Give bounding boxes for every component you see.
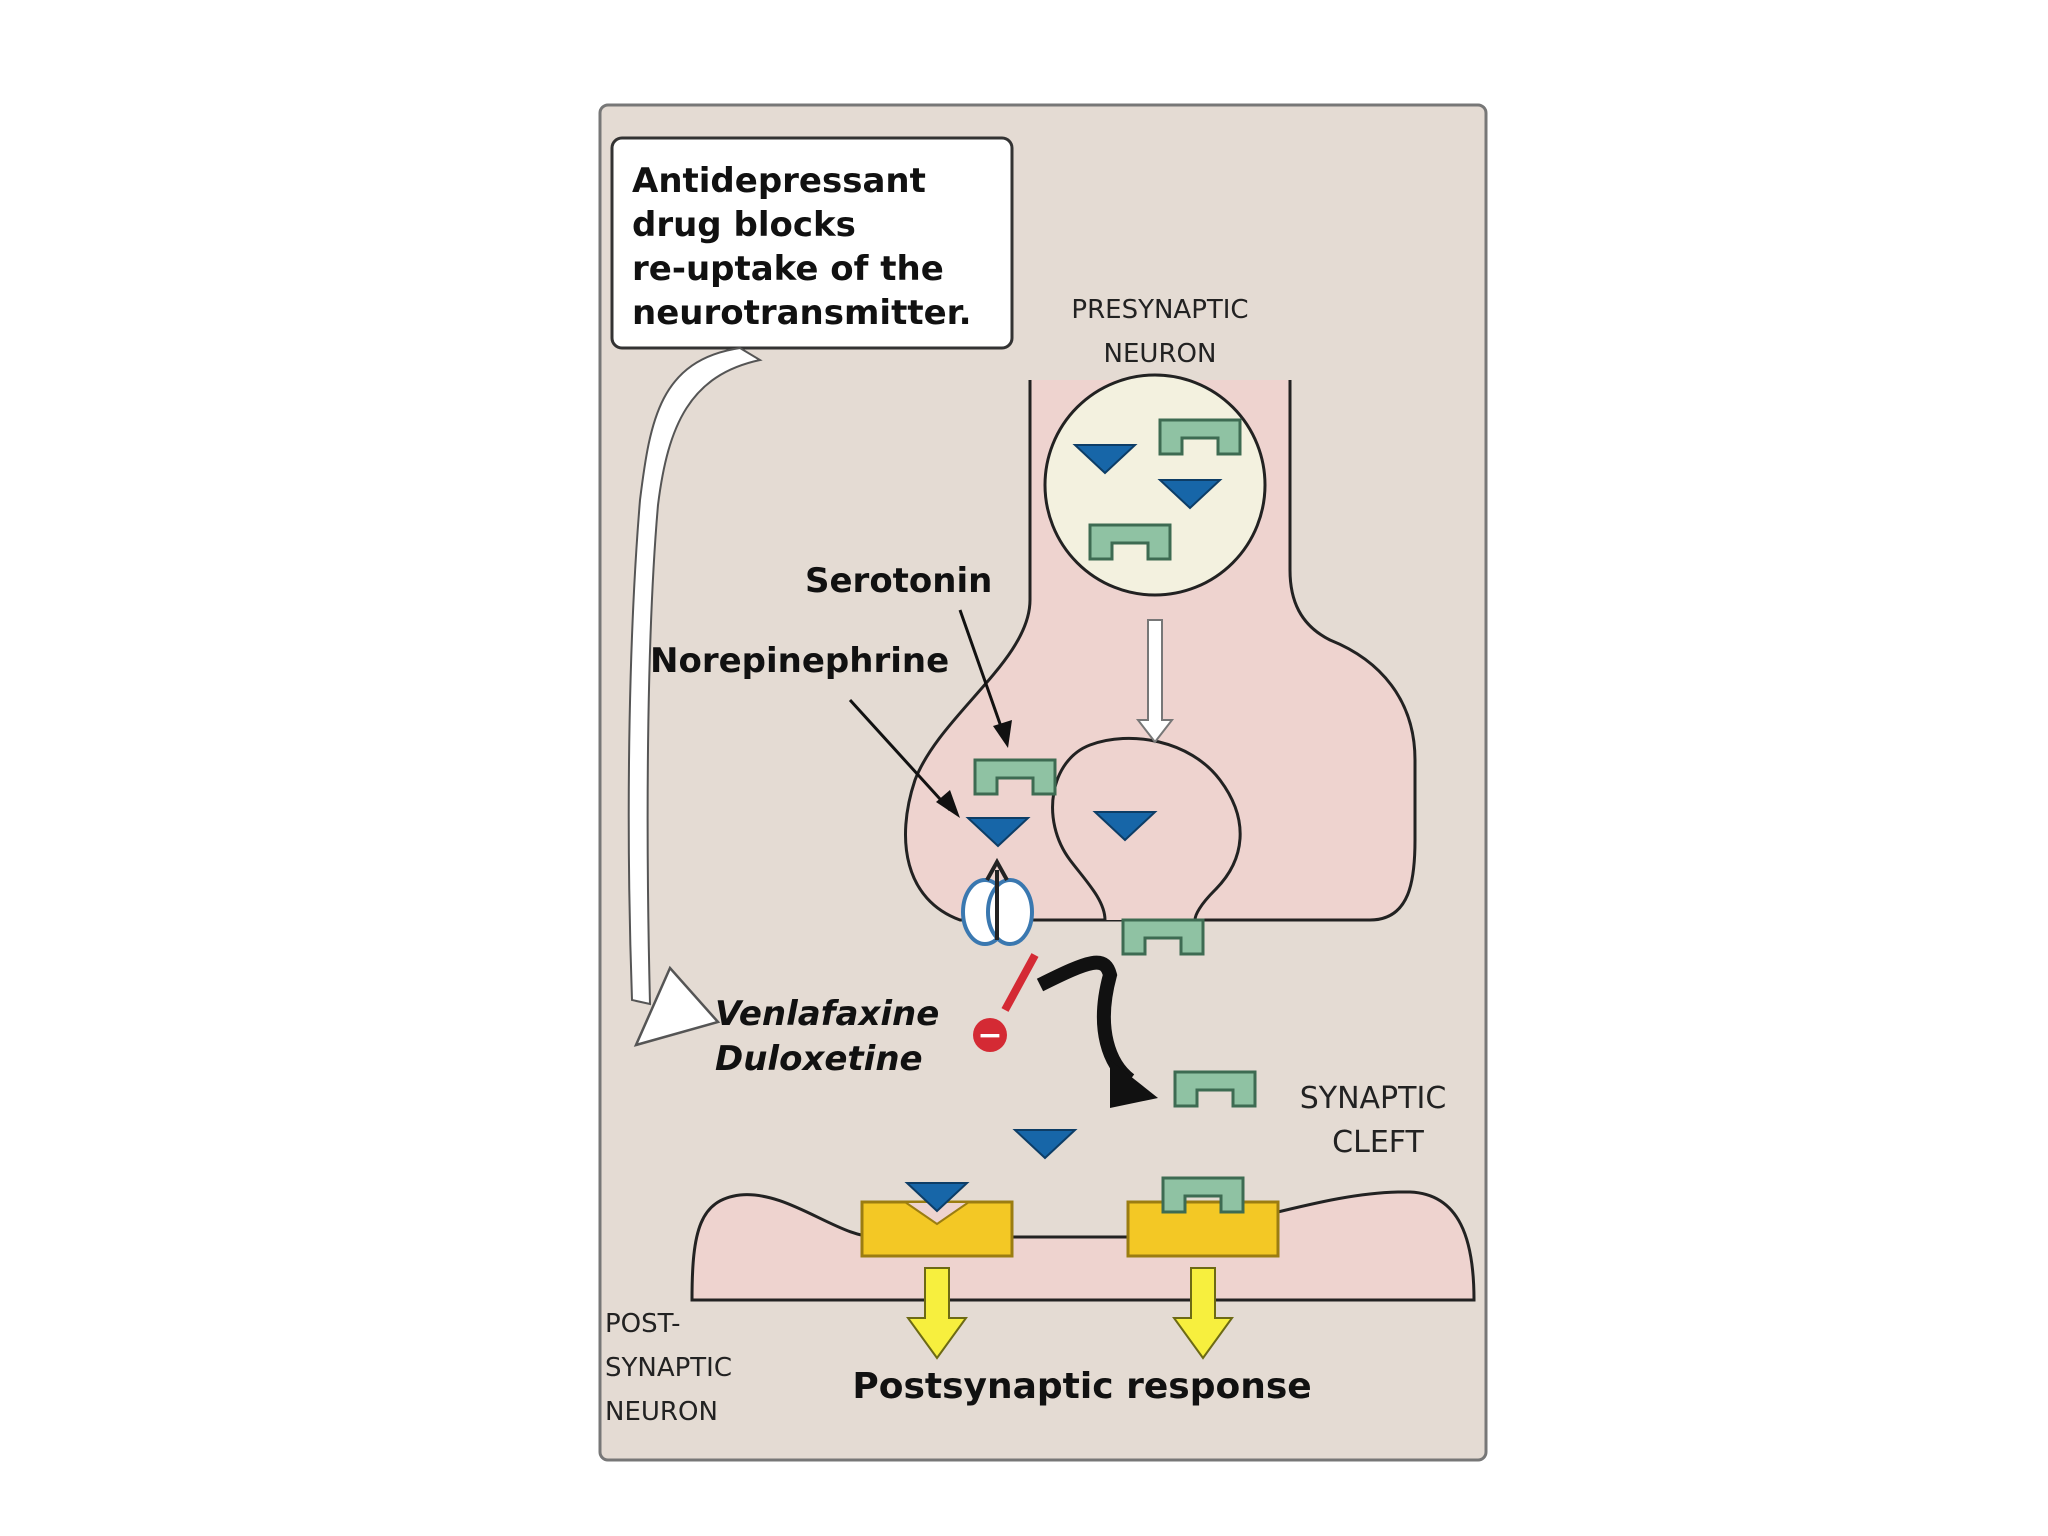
postsynaptic-label-3: NEURON — [605, 1397, 718, 1427]
norepinephrine-pointer-head — [936, 790, 960, 818]
callout-line-2: drug blocks — [632, 205, 856, 245]
postsynaptic-label-2: SYNAPTIC — [605, 1353, 732, 1383]
callout-line-3: re-uptake of the — [632, 249, 944, 289]
storage-vesicle — [1043, 373, 1267, 597]
inhibit-symbol: − — [977, 1018, 1002, 1053]
release-arrow — [1036, 955, 1135, 1086]
callout-box — [610, 136, 1014, 350]
red-minus-icon — [973, 1018, 1007, 1052]
release-arrowhead — [1110, 1060, 1158, 1108]
synaptic-cleft-label-1: SYNAPTIC — [1300, 1081, 1447, 1116]
yellow-receptor-icon-2 — [1126, 1200, 1280, 1258]
fusing-vesicle — [1051, 736, 1242, 921]
response-arrow-left — [906, 1267, 968, 1360]
serotonin-label: Serotonin — [805, 561, 992, 601]
callout-line-1: Antidepressant — [632, 161, 926, 201]
vesicle-movement-arrow — [1135, 619, 1175, 744]
norepinephrine-label: Norepinephrine — [650, 641, 949, 681]
presynaptic-label-2: NEURON — [1104, 339, 1217, 369]
callout-arrow — [627, 346, 763, 1006]
presynaptic-label-1: PRESYNAPTIC — [1071, 295, 1248, 325]
inhibition-bar — [1001, 953, 1039, 1012]
drug-label-1: Venlafaxine — [715, 994, 939, 1034]
reuptake-transporter-icon — [961, 857, 1034, 946]
presynaptic-outline — [904, 380, 1417, 922]
drug-label-2: Duloxetine — [715, 1039, 923, 1079]
response-arrow-right — [1172, 1267, 1234, 1360]
postsynaptic-response-label: Postsynaptic response — [852, 1366, 1311, 1407]
serotonin-pointer — [958, 609, 1007, 739]
postsynaptic-label-1: POST- — [605, 1309, 681, 1339]
serotonin-pointer-head — [993, 720, 1012, 748]
callout-line-4: neurotransmitter. — [632, 293, 972, 333]
synaptic-cleft-label-2: CLEFT — [1332, 1125, 1424, 1160]
callout-arrowhead — [633, 965, 721, 1047]
norepinephrine-pointer — [848, 698, 952, 812]
